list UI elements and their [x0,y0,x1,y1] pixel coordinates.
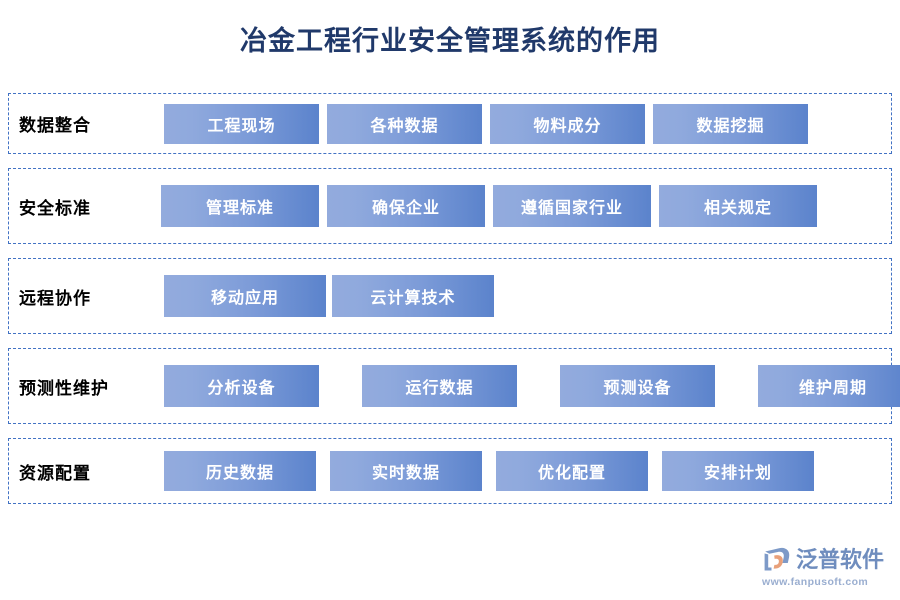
row-label-remote-collaboration: 远程协作 [19,288,91,308]
brand-name: 泛普软件 [796,547,885,572]
row-label-safety-standards: 安全标准 [19,198,91,218]
diagram-rows: 数据整合 工程现场 各种数据 物料成分 数据挖掘 安全标准 管理标准 确保企业 … [8,93,900,504]
chip-optimize-configuration[interactable]: 优化配置 [496,451,648,491]
chip-mobile-application[interactable]: 移动应用 [164,275,326,317]
chip-operating-data[interactable]: 运行数据 [362,365,517,407]
chip-management-standard[interactable]: 管理标准 [161,185,319,227]
brand-logo-row: 泛普软件 [762,545,892,575]
page-title: 冶金工程行业安全管理系统的作用 [240,26,660,56]
chip-follow-national-industry[interactable]: 遵循国家行业 [493,185,651,227]
brand-url: www.fanpusoft.com [762,576,869,588]
diagram-row-remote-collaboration: 远程协作 移动应用 云计算技术 [8,258,892,334]
chip-cloud-computing[interactable]: 云计算技术 [332,275,494,317]
chip-maintenance-cycle[interactable]: 维护周期 [758,365,900,407]
diagram-row-resource-allocation: 资源配置 历史数据 实时数据 优化配置 安排计划 [8,438,892,504]
row-label-predictive-maintenance: 预测性维护 [19,378,109,398]
chip-analyze-equipment[interactable]: 分析设备 [164,365,319,407]
chip-realtime-data[interactable]: 实时数据 [330,451,482,491]
row-label-resource-allocation: 资源配置 [19,463,91,483]
chip-arrange-plan[interactable]: 安排计划 [662,451,814,491]
chip-predict-equipment[interactable]: 预测设备 [560,365,715,407]
chip-historical-data[interactable]: 历史数据 [164,451,316,491]
row-items-data-integration: 工程现场 各种数据 物料成分 数据挖掘 [159,94,891,153]
fanpu-logo-icon [762,546,792,574]
chip-data-mining[interactable]: 数据挖掘 [653,103,808,144]
row-items-safety-standards: 管理标准 确保企业 遵循国家行业 相关规定 [159,169,891,243]
diagram-row-data-integration: 数据整合 工程现场 各种数据 物料成分 数据挖掘 [8,93,892,154]
chip-various-data[interactable]: 各种数据 [327,103,482,144]
chip-ensure-enterprise[interactable]: 确保企业 [327,185,485,227]
row-items-remote-collaboration: 移动应用 云计算技术 [159,259,891,333]
chip-material-composition[interactable]: 物料成分 [490,103,645,144]
brand-logo: 泛普软件 www.fanpusoft.com [762,545,892,593]
row-items-resource-allocation: 历史数据 实时数据 优化配置 安排计划 [159,439,891,503]
diagram-row-predictive-maintenance: 预测性维护 分析设备 运行数据 预测设备 维护周期 [8,348,900,424]
diagram-row-safety-standards: 安全标准 管理标准 确保企业 遵循国家行业 相关规定 [8,168,892,244]
row-items-predictive-maintenance: 分析设备 运行数据 预测设备 维护周期 [159,349,900,423]
chip-relevant-regulations[interactable]: 相关规定 [659,185,817,227]
chip-engineering-site[interactable]: 工程现场 [164,103,319,144]
row-label-data-integration: 数据整合 [19,116,91,135]
